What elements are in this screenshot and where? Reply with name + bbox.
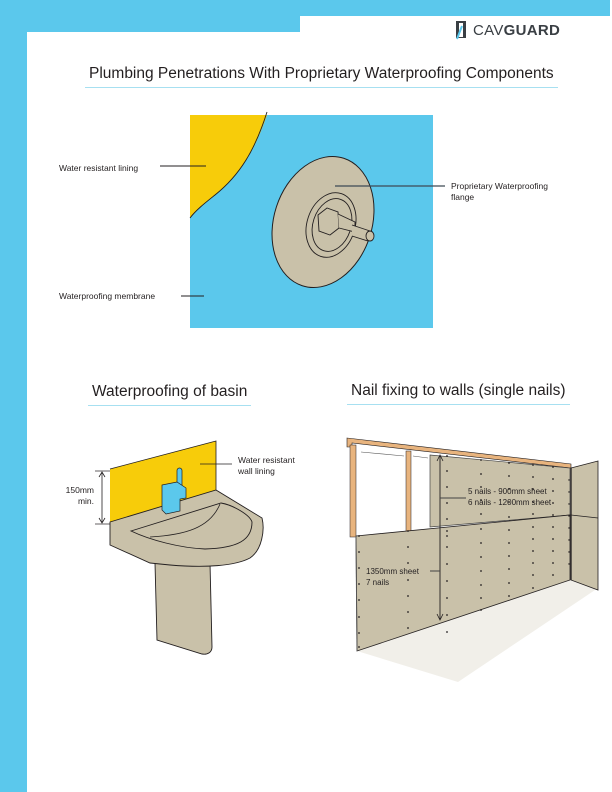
cavguard-logo-icon: [456, 21, 466, 40]
section-title-plumbing: Plumbing Penetrations With Proprietary W…: [85, 65, 558, 88]
brand-name: CAVGUARD: [473, 21, 561, 39]
label-water-resistant-lining: Water resistant lining: [59, 163, 139, 173]
nail-dots: [358, 455, 570, 648]
page-frame-top-bar-thin: [300, 0, 610, 16]
label-water-resistant-wall-lining: Water resistant wall lining: [238, 455, 295, 476]
label-waterproofing-membrane: Waterproofing membrane: [59, 291, 156, 301]
section-title-basin: Waterproofing of basin: [88, 383, 252, 406]
page-frame-left-bar: [0, 0, 27, 792]
label-upper-sheet-nails: 5 nails - 900mm sheet 6 nails - 1200mm s…: [468, 487, 552, 507]
label-lower-sheet-nails: 1350mm sheet 7 nails: [366, 567, 419, 587]
page-frame-top-bar: [0, 0, 300, 32]
brand-logo: CAVGUARD: [453, 20, 560, 40]
label-150mm-min: 150mm min.: [65, 485, 94, 506]
section-title-nail-fixing: Nail fixing to walls (single nails): [347, 382, 570, 405]
label-waterproofing-flange: Proprietary Waterproofing flange: [451, 181, 549, 202]
